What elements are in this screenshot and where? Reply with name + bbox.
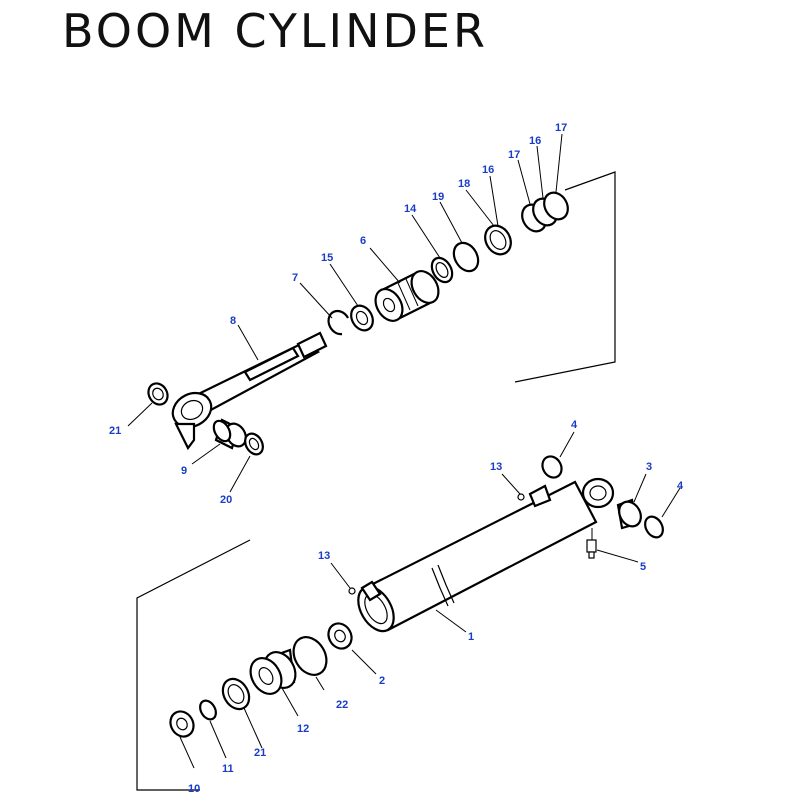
callout-21-upper: 21 — [109, 425, 121, 437]
callout-17-right: 17 — [555, 122, 567, 134]
part-17-ring-b — [543, 191, 569, 221]
callout-4-right: 4 — [677, 480, 684, 492]
callout-18: 18 — [458, 178, 470, 190]
callout-4-top: 4 — [571, 419, 578, 431]
callout-labels: 1 2 3 4 4 5 6 7 8 9 10 11 12 13 13 14 15… — [109, 122, 684, 795]
part-9-bushing — [212, 418, 247, 450]
part-3-bushing — [616, 498, 642, 530]
callout-1: 1 — [468, 631, 474, 643]
part-5-grease-fitting — [586, 539, 597, 559]
part-12-piston — [249, 648, 297, 695]
callout-13-upper: 13 — [490, 461, 502, 473]
callout-17-left: 17 — [508, 149, 520, 161]
callout-15: 15 — [321, 252, 333, 264]
leader-lines — [127, 133, 681, 769]
part-2-nut — [327, 622, 353, 650]
part-13-plug-upper — [517, 493, 525, 501]
callout-11: 11 — [222, 763, 234, 775]
callout-10: 10 — [188, 783, 200, 795]
callout-16-right: 16 — [529, 135, 541, 147]
callout-2: 2 — [379, 675, 385, 687]
callout-20: 20 — [220, 494, 232, 506]
part-14-ring — [430, 256, 454, 284]
part-7-snap-ring — [327, 309, 349, 336]
part-20-dust-seal — [244, 432, 264, 456]
callout-22: 22 — [336, 699, 348, 711]
part-21-upper-dust-seal — [147, 382, 169, 406]
part-4-dust-seal-right — [644, 515, 664, 539]
page-title: BOOM CYLINDER — [62, 4, 488, 58]
part-4-dust-seal-top — [541, 455, 563, 479]
callout-14: 14 — [404, 203, 417, 215]
callout-16-left: 16 — [482, 164, 494, 176]
callout-9: 9 — [181, 465, 187, 477]
part-22-ring — [292, 636, 328, 676]
part-1-cylinder-tube — [357, 477, 615, 633]
callout-5: 5 — [640, 561, 646, 573]
part-21-lower-seal — [221, 677, 251, 711]
callout-21-lower: 21 — [254, 747, 266, 759]
part-11-ring — [199, 699, 217, 721]
callout-13-lower: 13 — [318, 550, 330, 562]
callout-3: 3 — [646, 461, 652, 473]
part-6-piston — [374, 270, 440, 322]
callout-8: 8 — [230, 315, 236, 327]
part-18-ring — [484, 224, 512, 256]
part-15-ring — [350, 304, 374, 332]
upper-frame-line — [514, 171, 616, 383]
callout-6: 6 — [360, 235, 366, 247]
part-19-o-ring — [452, 241, 480, 273]
callout-12: 12 — [297, 723, 309, 735]
part-13-plug-lower — [348, 587, 356, 595]
lower-frame-line — [136, 539, 251, 791]
part-8-piston-rod — [171, 331, 328, 451]
part-10-nut — [169, 710, 195, 738]
callout-7: 7 — [292, 272, 298, 284]
callout-19: 19 — [432, 191, 444, 203]
